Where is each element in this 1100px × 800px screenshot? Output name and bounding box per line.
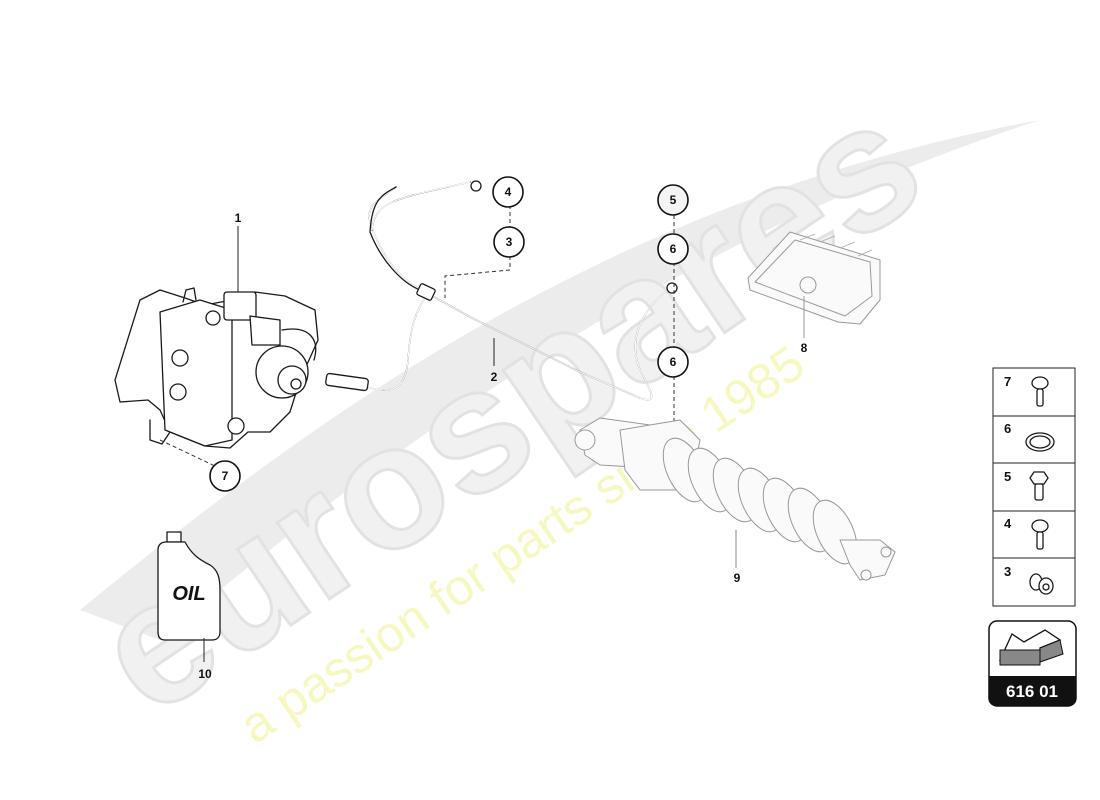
callout-5[interactable]: 5 (657, 184, 689, 216)
svg-text:3: 3 (1004, 564, 1011, 579)
leader-7 (159, 439, 216, 467)
section-code-bar (989, 676, 1076, 706)
callout-4[interactable]: 4 (492, 176, 524, 208)
part-label-2: 2 (491, 370, 498, 384)
svg-text:5: 5 (670, 193, 677, 207)
part-label-9: 9 (734, 571, 741, 585)
screw-icon (1031, 376, 1049, 407)
sealing-ring-icon (1025, 432, 1055, 452)
legend-item-3[interactable]: 3 (1004, 564, 1054, 595)
hydraulic-pump-unit[interactable] (114, 287, 319, 449)
fastener-legend: 7 6 5 4 (992, 367, 1076, 607)
svg-text:4: 4 (1004, 516, 1012, 531)
svg-text:7: 7 (222, 469, 229, 483)
callout-6-upper[interactable]: 6 (657, 233, 689, 265)
legend-item-6[interactable]: 6 (1004, 421, 1055, 452)
callout-7[interactable]: 7 (209, 460, 241, 492)
svg-text:7: 7 (1004, 374, 1011, 389)
screw-icon (1031, 519, 1049, 550)
svg-text:5: 5 (1004, 469, 1011, 484)
svg-text:6: 6 (670, 242, 677, 256)
watermark-swoosh (80, 120, 1040, 640)
control-unit[interactable] (747, 231, 881, 325)
banjo-bolt-icon (1029, 471, 1049, 501)
svg-text:3: 3 (506, 235, 513, 249)
callout-3[interactable]: 3 (493, 226, 525, 258)
legend-item-7[interactable]: 7 (1004, 374, 1049, 407)
oil-label: OIL (172, 583, 205, 605)
legend-item-5[interactable]: 5 (1004, 469, 1049, 501)
section-badge[interactable]: 616 01 (988, 620, 1077, 707)
svg-text:6: 6 (670, 355, 677, 369)
callout-6-lower[interactable]: 6 (657, 346, 689, 378)
front-arrow-icon (998, 629, 1064, 666)
part-label-10: 10 (198, 667, 212, 681)
part-label-8: 8 (801, 341, 808, 355)
leader-3 (444, 256, 511, 298)
hydraulic-line[interactable] (325, 180, 678, 401)
section-code: 616 01 (1006, 682, 1058, 701)
part-label-1: 1 (235, 211, 242, 225)
legend-item-4[interactable]: 4 (1004, 516, 1049, 550)
oil-container[interactable]: OIL (157, 531, 221, 641)
shock-absorber[interactable] (574, 417, 896, 581)
svg-text:6: 6 (1004, 421, 1011, 436)
svg-text:4: 4 (505, 185, 512, 199)
clip-icon (1029, 573, 1054, 595)
